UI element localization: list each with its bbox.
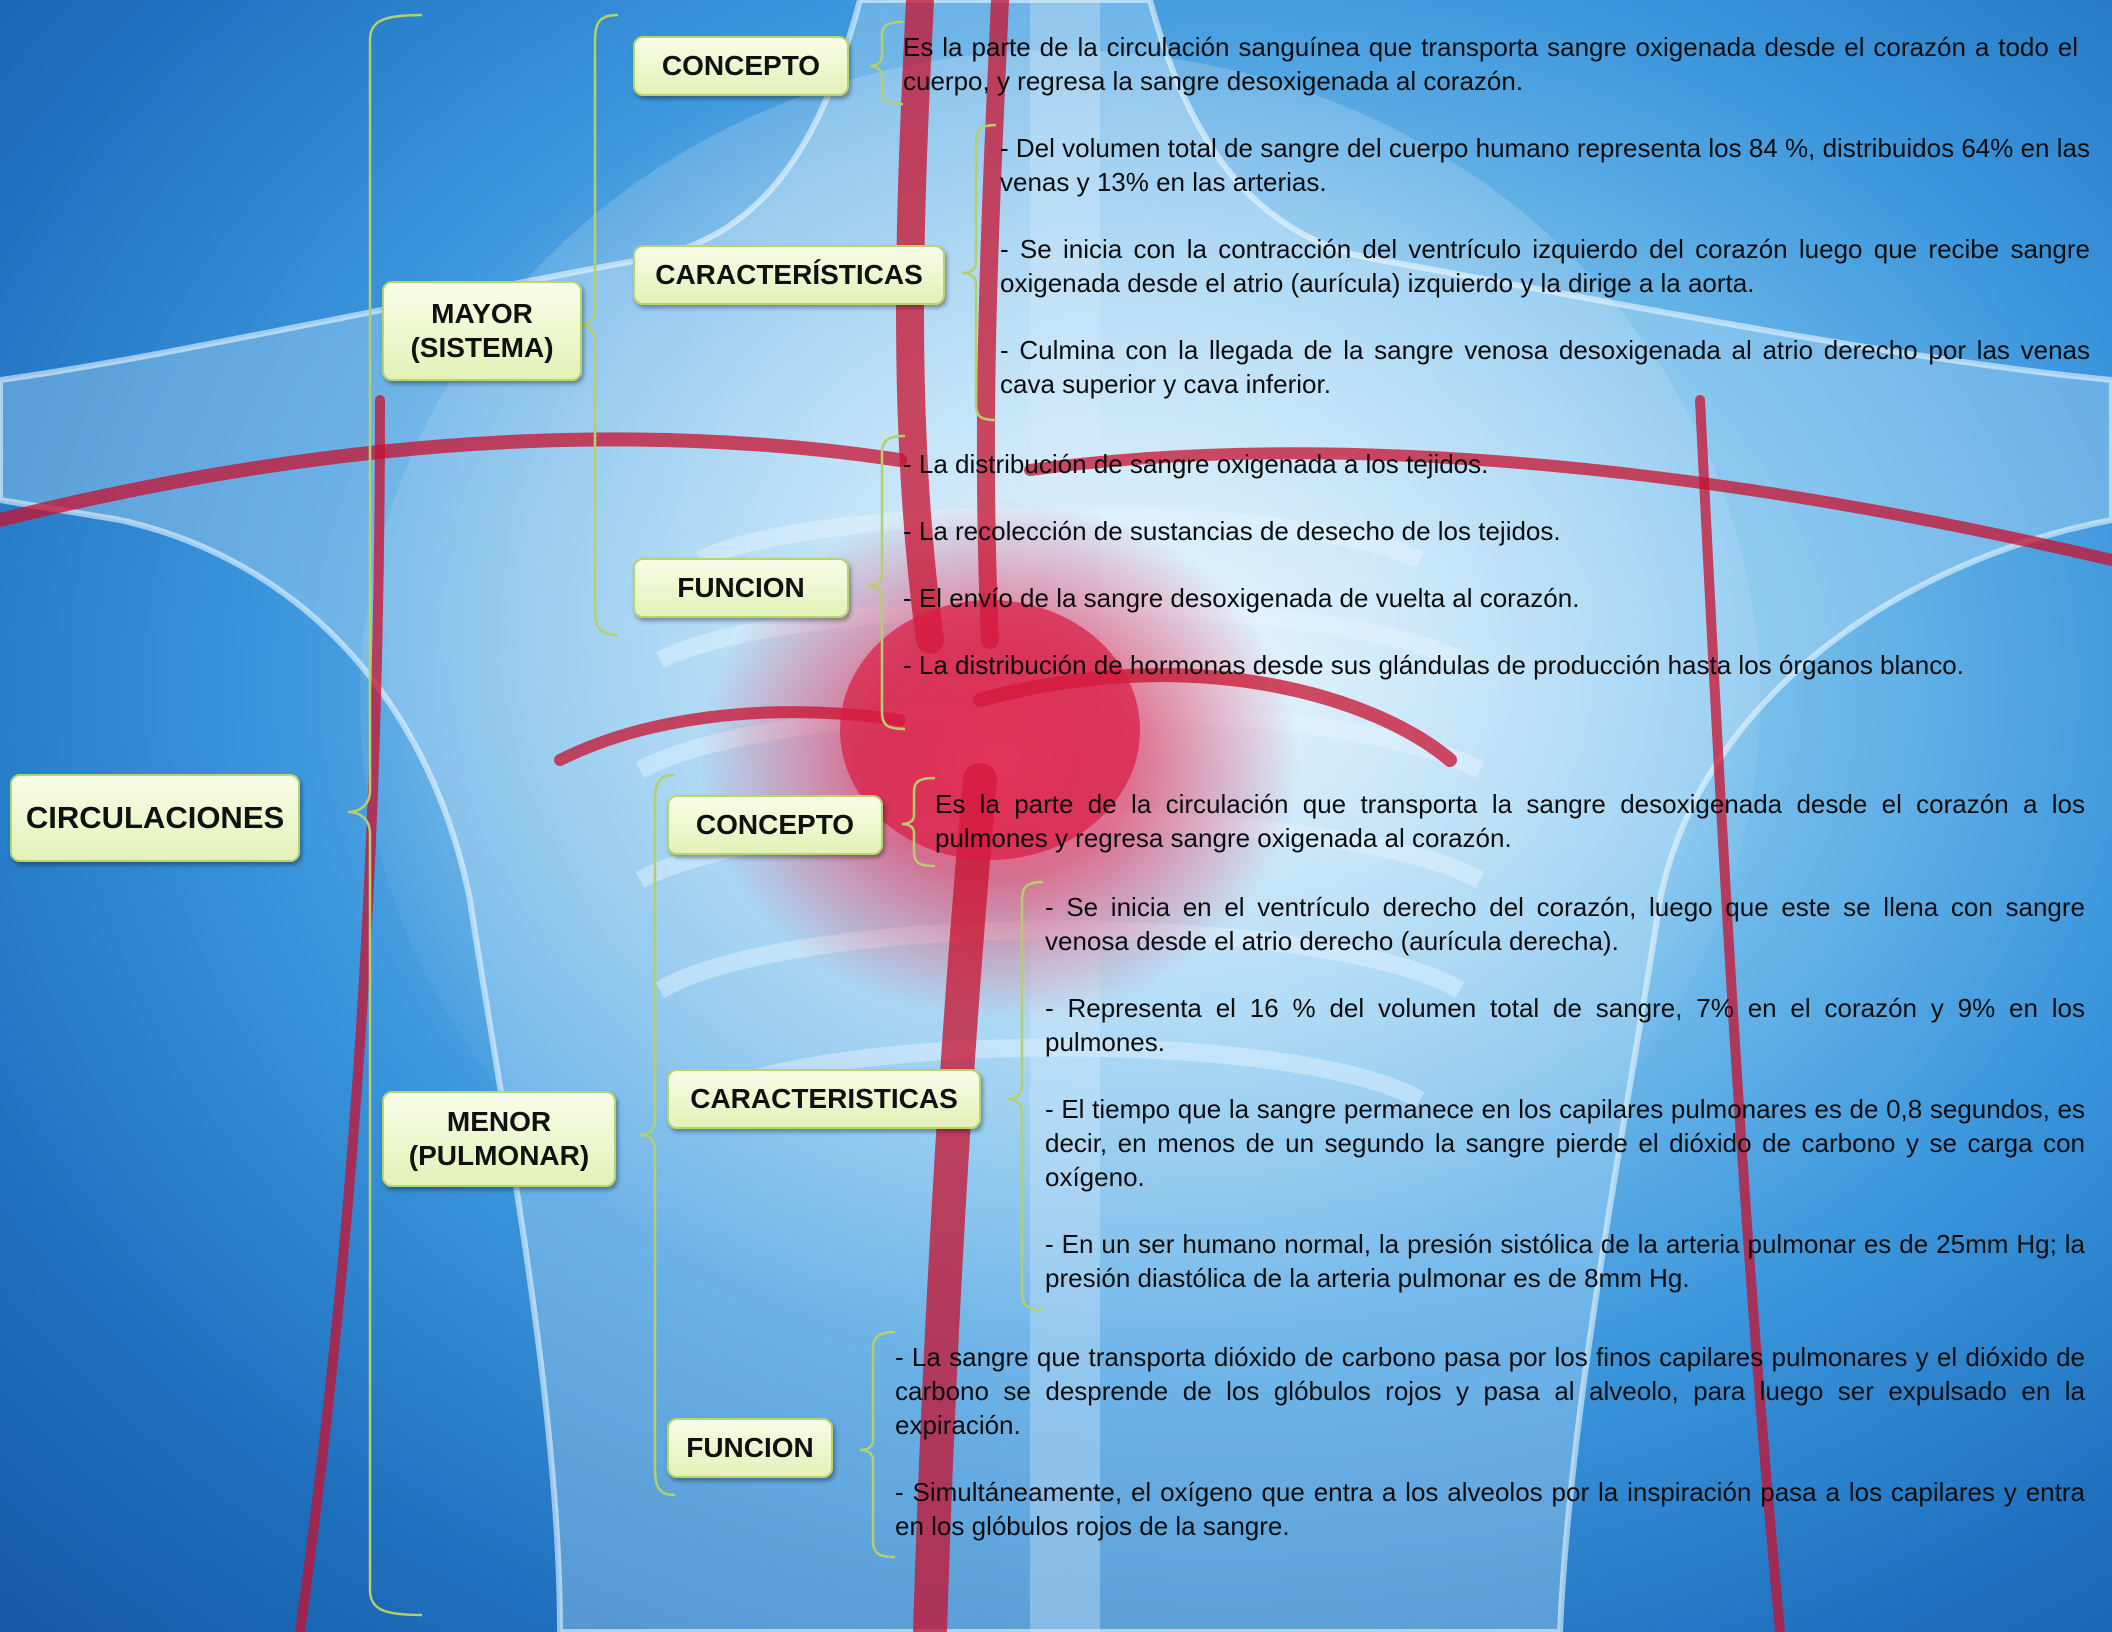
mayor-funcion-item: - La distribución de sangre oxigenada a … [903,447,2088,481]
mayor-label-line2: (SISTEMA) [410,331,553,365]
root-label: CIRCULACIONES [26,801,284,835]
node-mayor-concepto: CONCEPTO [633,36,849,96]
mayor-caracteristica-item: - Se inicia con la contracción del ventr… [1000,232,2090,300]
mayor-funcion-item: - La distribución de hormonas desde sus … [903,648,2088,682]
menor-caracteristica-item: - En un ser humano normal, la presión si… [1045,1227,2085,1295]
mayor-caracteristicas-label: CARACTERÍSTICAS [655,258,923,292]
mayor-caracteristica-item: - Culmina con la llegada de la sangre ve… [1000,333,2090,401]
menor-funcion-text: - La sangre que transporta dióxido de ca… [895,1340,2085,1543]
mayor-caracteristica-item: - Del volumen total de sangre del cuerpo… [1000,131,2090,199]
node-mayor-caracteristicas: CARACTERÍSTICAS [633,245,945,305]
menor-caracteristicas-label: CARACTERISTICAS [690,1082,958,1116]
menor-concepto-label: CONCEPTO [696,808,854,842]
node-menor-concepto: CONCEPTO [667,795,883,855]
mayor-concepto-text: Es la parte de la circulación sanguínea … [903,30,2078,98]
mayor-funcion-item: - La recolección de sustancias de desech… [903,514,2088,548]
mayor-label-line1: MAYOR [431,297,533,331]
mayor-funcion-text: - La distribución de sangre oxigenada a … [903,447,2088,682]
menor-caracteristica-item: - Representa el 16 % del volumen total d… [1045,991,2085,1059]
menor-funcion-item: - Simultáneamente, el oxígeno que entra … [895,1475,2085,1543]
menor-label-line1: MENOR [447,1105,551,1139]
root-node-circulaciones: CIRCULACIONES [10,774,300,862]
node-mayor-funcion: FUNCION [633,558,849,618]
menor-caracteristica-item: - Se inicia en el ventrículo derecho del… [1045,890,2085,958]
mayor-concepto-paragraph: Es la parte de la circulación sanguínea … [903,30,2078,98]
menor-funcion-label: FUNCION [686,1431,814,1465]
mayor-caracteristicas-text: - Del volumen total de sangre del cuerpo… [1000,131,2090,401]
node-menor-caracteristicas: CARACTERISTICAS [667,1069,981,1129]
mayor-concepto-label: CONCEPTO [662,49,820,83]
mayor-funcion-label: FUNCION [677,571,805,605]
menor-label-line2: (PULMONAR) [409,1139,589,1173]
menor-funcion-item: - La sangre que transporta dióxido de ca… [895,1340,2085,1442]
menor-caracteristicas-text: - Se inicia en el ventrículo derecho del… [1045,890,2085,1295]
node-menor-pulmonar: MENOR (PULMONAR) [382,1091,616,1187]
menor-concepto-text: Es la parte de la circulación que transp… [935,787,2085,855]
node-menor-funcion: FUNCION [667,1418,833,1478]
menor-caracteristica-item: - El tiempo que la sangre permanece en l… [1045,1092,2085,1194]
mayor-funcion-item: - El envío de la sangre desoxigenada de … [903,581,2088,615]
menor-concepto-paragraph: Es la parte de la circulación que transp… [935,787,2085,855]
node-mayor-sistema: MAYOR (SISTEMA) [382,281,582,381]
